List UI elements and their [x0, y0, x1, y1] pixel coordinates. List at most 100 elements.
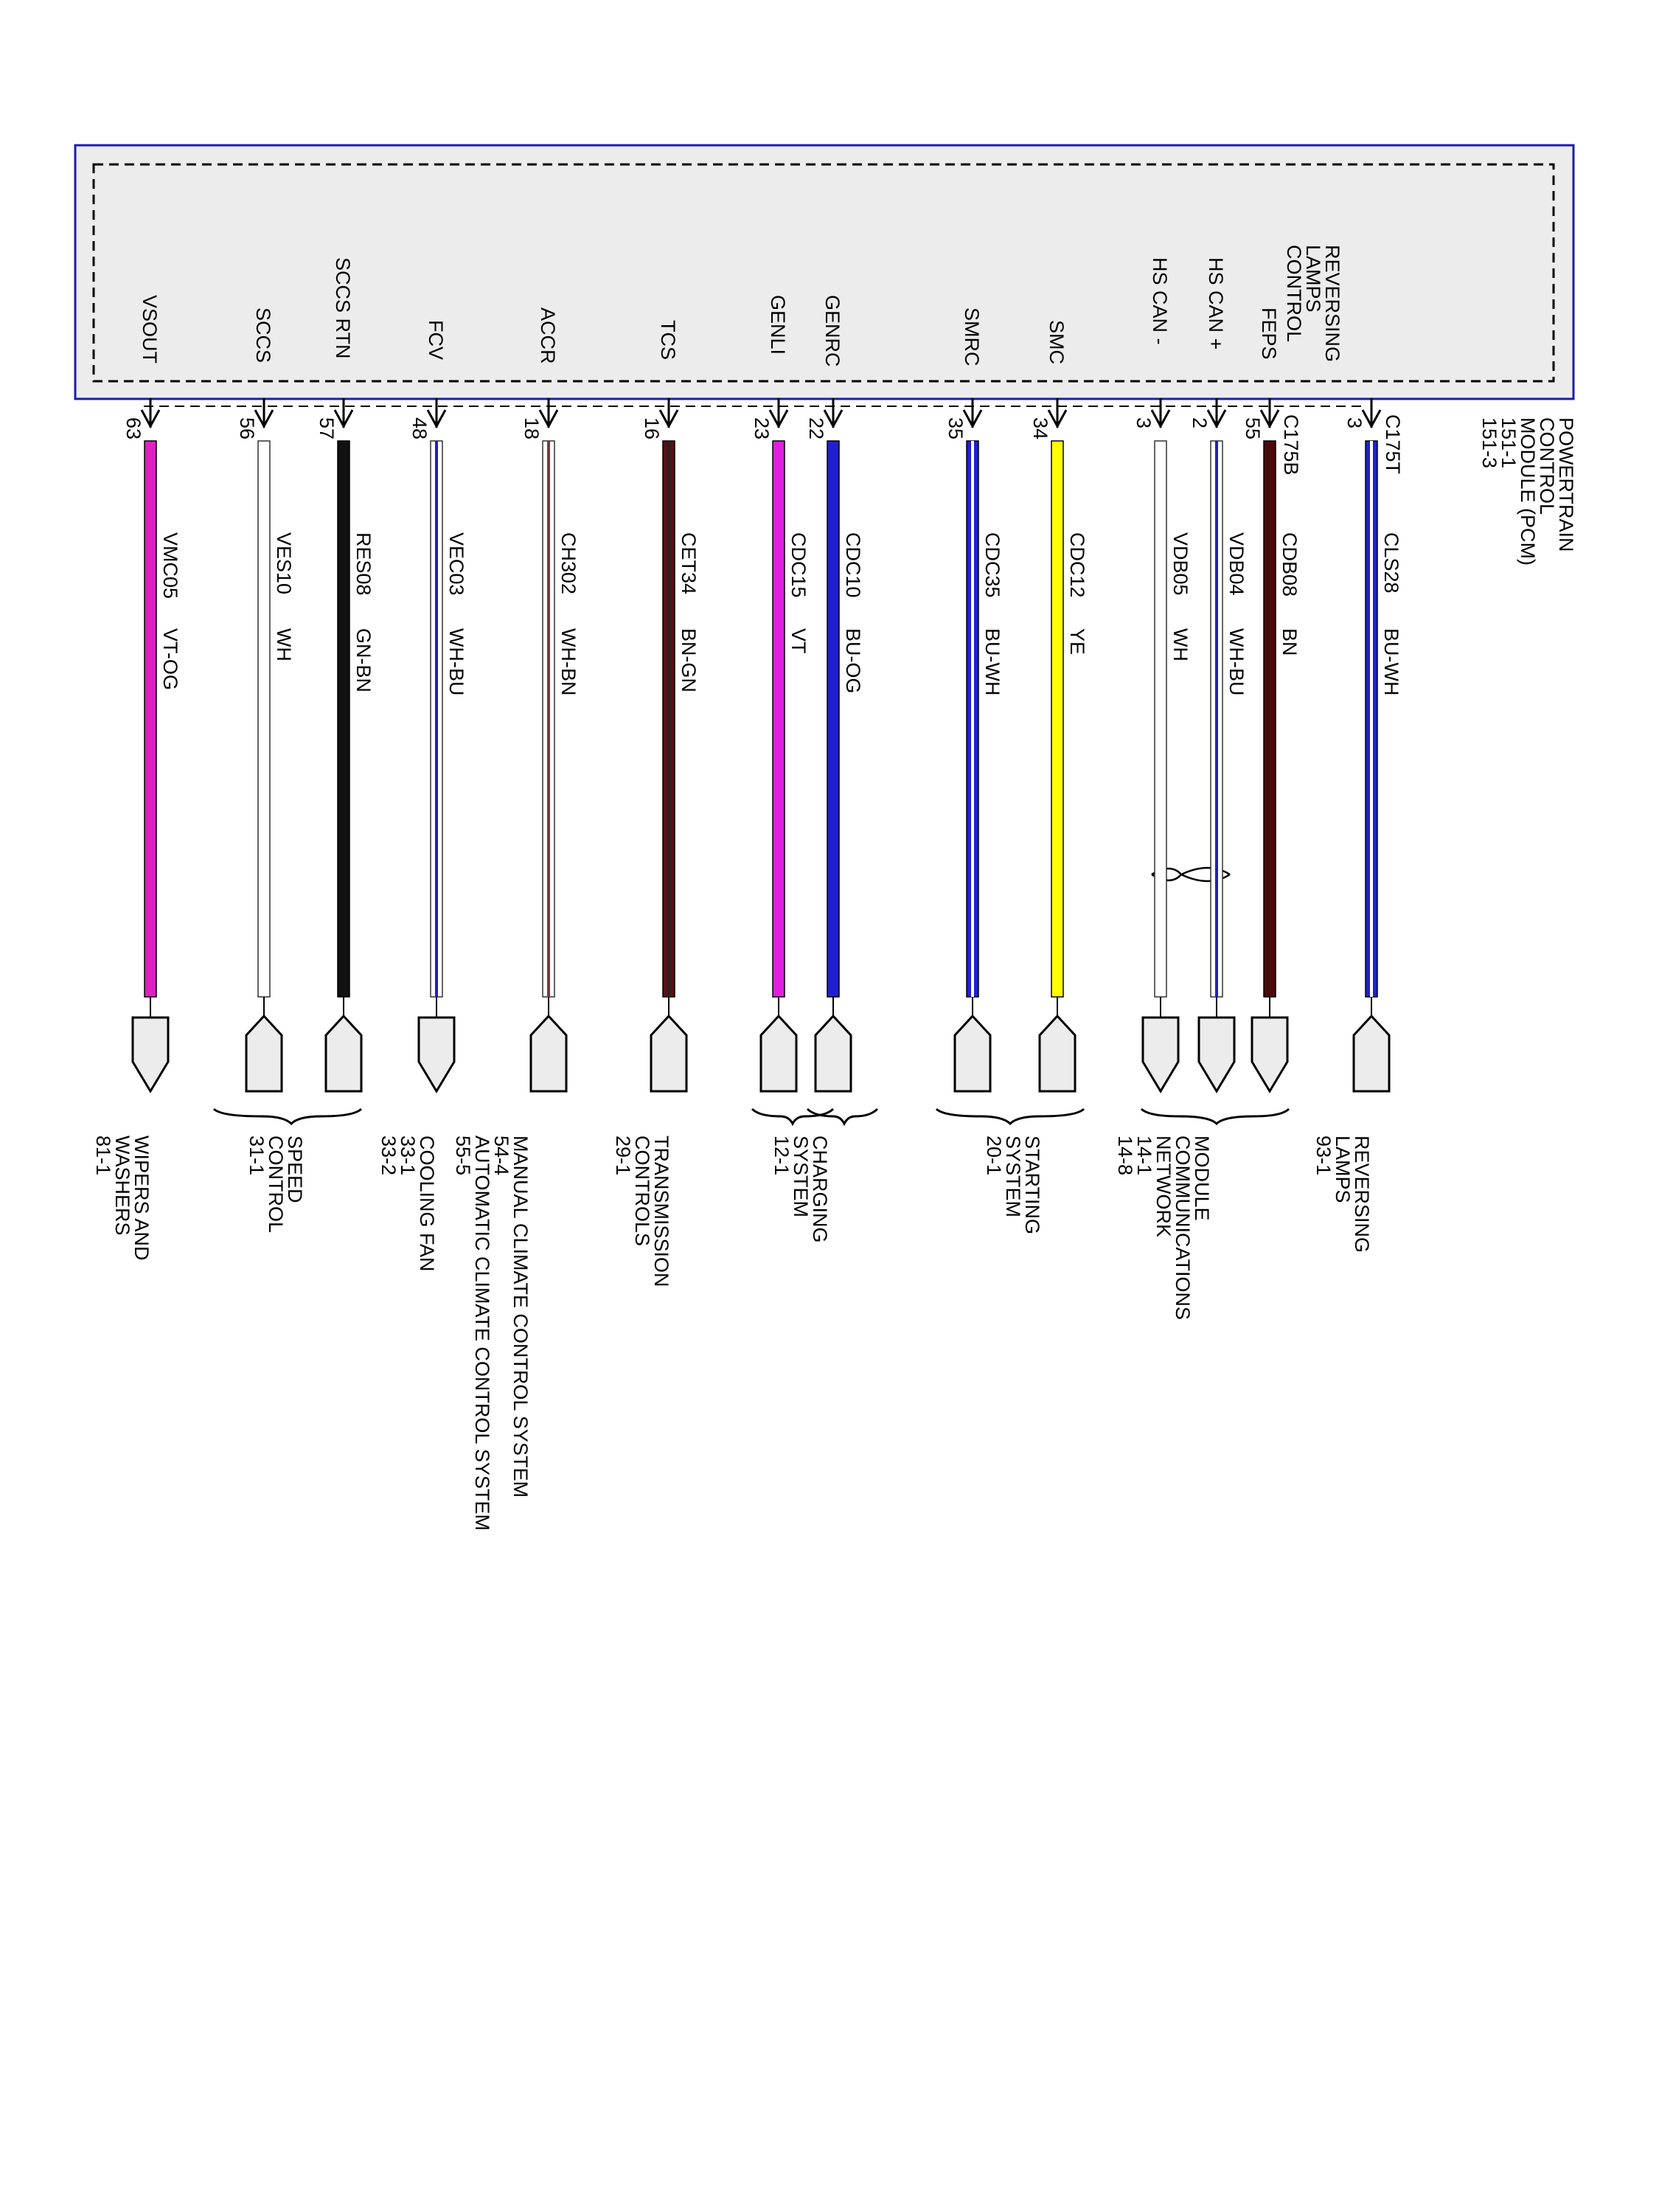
signal-label-line: CONTROL — [1283, 245, 1305, 342]
pin-number: 18 — [521, 417, 543, 439]
module-title-line: 151-1 — [1498, 417, 1520, 468]
destination-label: COOLING FAN33-133-2 — [378, 1135, 438, 1272]
wire-stripe — [435, 441, 438, 997]
pin-number: 3 — [1343, 417, 1366, 428]
circuit-id: VES10 — [273, 532, 295, 594]
circuit-id: VEC03 — [445, 532, 467, 596]
signal-label: TCS — [657, 320, 679, 360]
wire-color-code: WH-BU — [445, 628, 467, 695]
connector-housing-icon — [953, 1014, 992, 1093]
pin-number: 48 — [408, 417, 431, 439]
destination-label: REVERSINGLAMPS93-1 — [1312, 1135, 1373, 1253]
pin-arrow-icon — [538, 398, 559, 429]
circuit-id: VMC05 — [159, 532, 181, 599]
wire-stripe — [547, 441, 550, 997]
connector-housing-icon — [1038, 1014, 1077, 1093]
wire-color-code: GN-BN — [352, 628, 375, 692]
connector-housing-icon — [417, 1016, 456, 1093]
signal-label-line: FCV — [425, 320, 447, 360]
destination-braces — [212, 1107, 1290, 1127]
signal-label-line: SCCS RTN — [332, 257, 354, 359]
connector-housing-icon — [1352, 1014, 1391, 1093]
wire — [827, 440, 840, 998]
destination-label-line: TRANSMISSION — [650, 1135, 672, 1287]
wire-color-code: BN-GN — [678, 628, 700, 692]
wire-color-code: WH — [1169, 628, 1192, 661]
brace-icon — [1140, 1107, 1290, 1126]
pin-arrow-icon — [1361, 398, 1382, 429]
signal-label: SCCS — [252, 307, 274, 363]
wire — [1263, 440, 1276, 998]
connector-housing-icon — [1251, 1016, 1289, 1093]
destination-label-line: 14-8 — [1114, 1135, 1136, 1175]
circuit-id: CDC35 — [981, 532, 1004, 598]
destination-label: WIPERS ANDWASHERS81-1 — [92, 1135, 153, 1261]
destination-label-line: 93-1 — [1312, 1135, 1335, 1175]
pin-number: 3 — [1133, 417, 1155, 428]
destination-label-line: COMMUNICATIONS — [1172, 1135, 1194, 1320]
wire-stripe — [971, 441, 974, 997]
signal-label: SMRC — [961, 307, 983, 366]
signal-label: REVERSINGLAMPSCONTROL — [1283, 245, 1343, 362]
destination-label: MODULECOMMUNICATIONSNETWORK14-114-8 — [1114, 1135, 1213, 1320]
module-title-line: 151-3 — [1478, 417, 1500, 468]
circuit-id: CH302 — [557, 532, 580, 594]
signal-label: FCV — [425, 320, 447, 360]
connector-housing-icon — [529, 1014, 568, 1093]
module-title: POWERTRAIN CONTROL MODULE (PCM) 151-1 15… — [1478, 417, 1577, 571]
connector-housing-icon — [814, 1014, 852, 1093]
pin-arrow-icon — [962, 398, 983, 429]
module-title-line: MODULE (PCM) — [1517, 417, 1539, 566]
wire-color-code: WH-BU — [1225, 628, 1248, 695]
signal-label: VSOUT — [139, 295, 161, 364]
signal-label-line: GENLI — [767, 295, 789, 355]
connector-housing-icon — [245, 1014, 283, 1093]
pin-number: 2 — [1189, 417, 1211, 428]
wire-color-code: YE — [1066, 628, 1088, 655]
destination-label-line: WIPERS AND — [131, 1135, 153, 1261]
destination-label-line: COOLING FAN — [416, 1135, 438, 1272]
signal-label-line: SMRC — [961, 307, 983, 366]
signal-label: SMC — [1046, 320, 1068, 364]
circuit-id: VDB04 — [1225, 532, 1248, 596]
signal-label-line: SMC — [1046, 320, 1068, 364]
destination-label-line: WASHERS — [111, 1135, 133, 1236]
circuit-id: VDB05 — [1169, 532, 1192, 596]
wire-stripe — [667, 441, 670, 997]
destination-label-line: 54-4 — [490, 1135, 512, 1175]
destination-label-line: LAMPS — [1332, 1135, 1354, 1203]
wire-color-code: BN — [1279, 628, 1301, 656]
wire-color-code: WH — [273, 628, 295, 661]
destination-label-line: 12-1 — [771, 1135, 793, 1175]
destination-label-line: STARTING — [1021, 1135, 1043, 1234]
wire — [257, 440, 271, 998]
signal-label: SCCS RTN — [332, 257, 354, 359]
connector-housing-icon — [650, 1014, 688, 1093]
circuit-id: CET34 — [678, 532, 700, 594]
destination-label-line: MODULE — [1191, 1135, 1213, 1221]
destination-label-line: MANUAL CLIMATE CONTROL SYSTEM — [509, 1135, 532, 1498]
circuit-id: CLS28 — [1380, 532, 1402, 594]
module-title-line: CONTROL — [1536, 417, 1558, 515]
signal-label-line: HS CAN - — [1149, 257, 1171, 345]
destination-label: MANUAL CLIMATE CONTROL SYSTEM54-4AUTOMAT… — [452, 1135, 532, 1531]
destination-label-line: 20-1 — [983, 1135, 1005, 1175]
pin-arrow-icon — [768, 398, 789, 429]
destination-label-line: CONTROL — [265, 1135, 287, 1233]
pin-number: 35 — [945, 417, 967, 439]
brace-icon — [935, 1107, 1085, 1126]
pin-arrow-icon — [1150, 398, 1171, 429]
signal-label-line: VSOUT — [139, 295, 161, 364]
pin-arrow-icon — [254, 398, 274, 429]
signal-label: FEPS — [1258, 307, 1280, 360]
pin-arrow-icon — [333, 398, 354, 429]
pin-arrow-icon — [658, 398, 679, 429]
pin-number: 16 — [641, 417, 663, 439]
